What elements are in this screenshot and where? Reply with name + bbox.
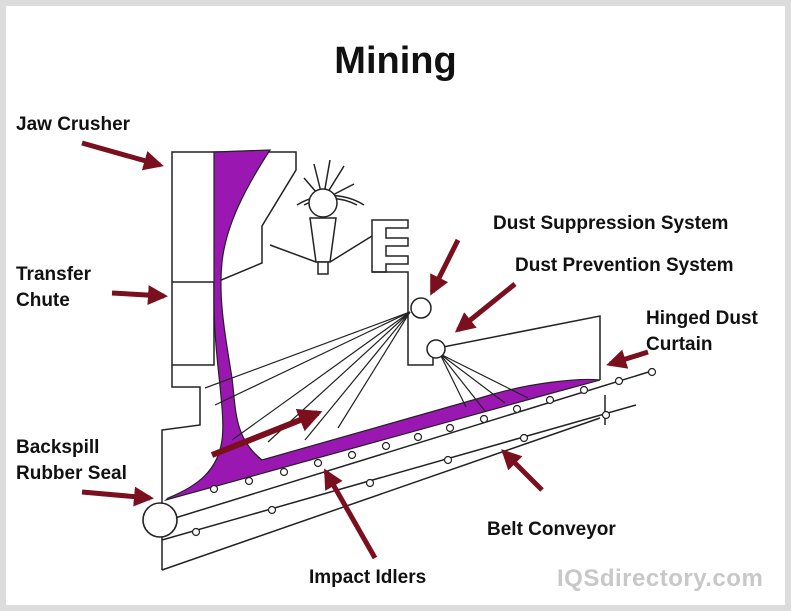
label-jaw-crusher: Jaw Crusher xyxy=(16,114,131,135)
dust-prevention-nozzle xyxy=(426,339,446,359)
crusher-housing xyxy=(161,151,297,570)
label-hinged-line2: Curtain xyxy=(646,334,713,355)
label-dust-suppression-system: Dust Suppression System xyxy=(493,213,729,234)
idler-rollers xyxy=(191,367,657,537)
dust-suppression-nozzle xyxy=(410,297,432,319)
label-hinged-dust-curtain: Hinged Dust Curtain xyxy=(646,306,758,358)
label-transfer-chute-line1: Transfer xyxy=(16,264,91,285)
pointer-arrows xyxy=(81,140,649,560)
label-backspill-line1: Backspill xyxy=(16,437,100,458)
label-transfer-chute-line2: Chute xyxy=(16,290,70,311)
flywheel xyxy=(269,159,409,304)
label-hinged-line1: Hinged Dust xyxy=(646,308,758,329)
watermark: IQSdirectory.com xyxy=(557,565,764,592)
spray-lines xyxy=(204,311,529,443)
label-backspill-rubber-seal: Backspill Rubber Seal xyxy=(16,435,127,487)
diagram-title: Mining xyxy=(334,40,457,82)
label-impact-idlers: Impact Idlers xyxy=(309,567,427,588)
label-transfer-chute: Transfer Chute xyxy=(16,262,91,314)
material-flow xyxy=(163,149,601,502)
label-backspill-line2: Rubber Seal xyxy=(16,463,127,484)
label-belt-conveyor: Belt Conveyor xyxy=(487,519,616,540)
label-dust-prevention-system: Dust Prevention System xyxy=(515,255,734,276)
head-pulley xyxy=(142,502,178,538)
